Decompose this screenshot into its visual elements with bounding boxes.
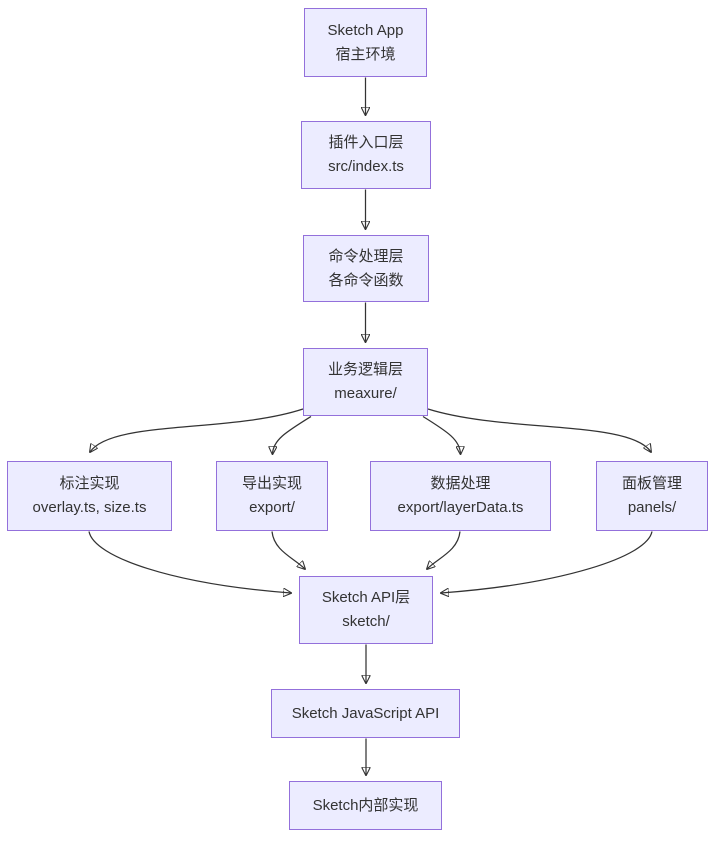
node-plugin-entry: 插件入口层 src/index.ts	[301, 121, 431, 189]
edge-overlay-api	[88, 531, 291, 594]
node-label-line1: Sketch内部实现	[312, 796, 419, 814]
node-command-layer: 命令处理层 各命令函数	[303, 235, 429, 302]
edge-data-api	[427, 531, 461, 570]
node-label-line2: export/layerData.ts	[397, 499, 524, 516]
node-label-line2: overlay.ts, size.ts	[32, 499, 147, 516]
node-sketch-api-layer: Sketch API层 sketch/	[299, 576, 433, 644]
node-label-line1: 导出实现	[241, 475, 302, 492]
edge-logic-overlay	[90, 408, 304, 452]
node-label-line2: meaxure/	[334, 385, 397, 402]
node-label-line1: 面板管理	[621, 475, 682, 492]
edge-logic-data	[422, 415, 461, 455]
edge-logic-panels	[427, 408, 651, 452]
node-sketch-internal: Sketch内部实现	[289, 781, 442, 830]
node-label-line2: 宿主环境	[335, 45, 396, 63]
node-annotation-impl: 标注实现 overlay.ts, size.ts	[7, 461, 172, 531]
edge-panels-api	[441, 531, 653, 594]
node-label-line1: Sketch App	[327, 21, 404, 39]
edge-export-api	[271, 531, 305, 570]
edge-logic-export	[273, 415, 312, 455]
node-label-line1: 标注实现	[59, 475, 120, 492]
node-label-line1: Sketch API层	[321, 589, 411, 606]
node-panel-management: 面板管理 panels/	[596, 461, 708, 531]
node-label-line1: 数据处理	[430, 475, 491, 492]
node-sketch-app-host: Sketch App 宿主环境	[304, 8, 427, 77]
node-label-line1: 插件入口层	[328, 134, 404, 151]
node-label-line1: 业务逻辑层	[327, 361, 403, 378]
node-label-line2: 各命令函数	[328, 271, 404, 289]
node-label-line1: Sketch JavaScript API	[291, 704, 440, 722]
node-export-impl: 导出实现 export/	[216, 461, 328, 531]
node-label-line2: panels/	[627, 499, 677, 516]
node-label-line1: 命令处理层	[328, 247, 404, 265]
node-label-line2: export/	[249, 499, 295, 516]
node-label-line2: src/index.ts	[328, 158, 404, 175]
node-business-logic: 业务逻辑层 meaxure/	[303, 348, 428, 416]
node-sketch-js-api: Sketch JavaScript API	[271, 689, 460, 738]
node-data-processing: 数据处理 export/layerData.ts	[370, 461, 551, 531]
node-label-line2: sketch/	[342, 613, 390, 630]
